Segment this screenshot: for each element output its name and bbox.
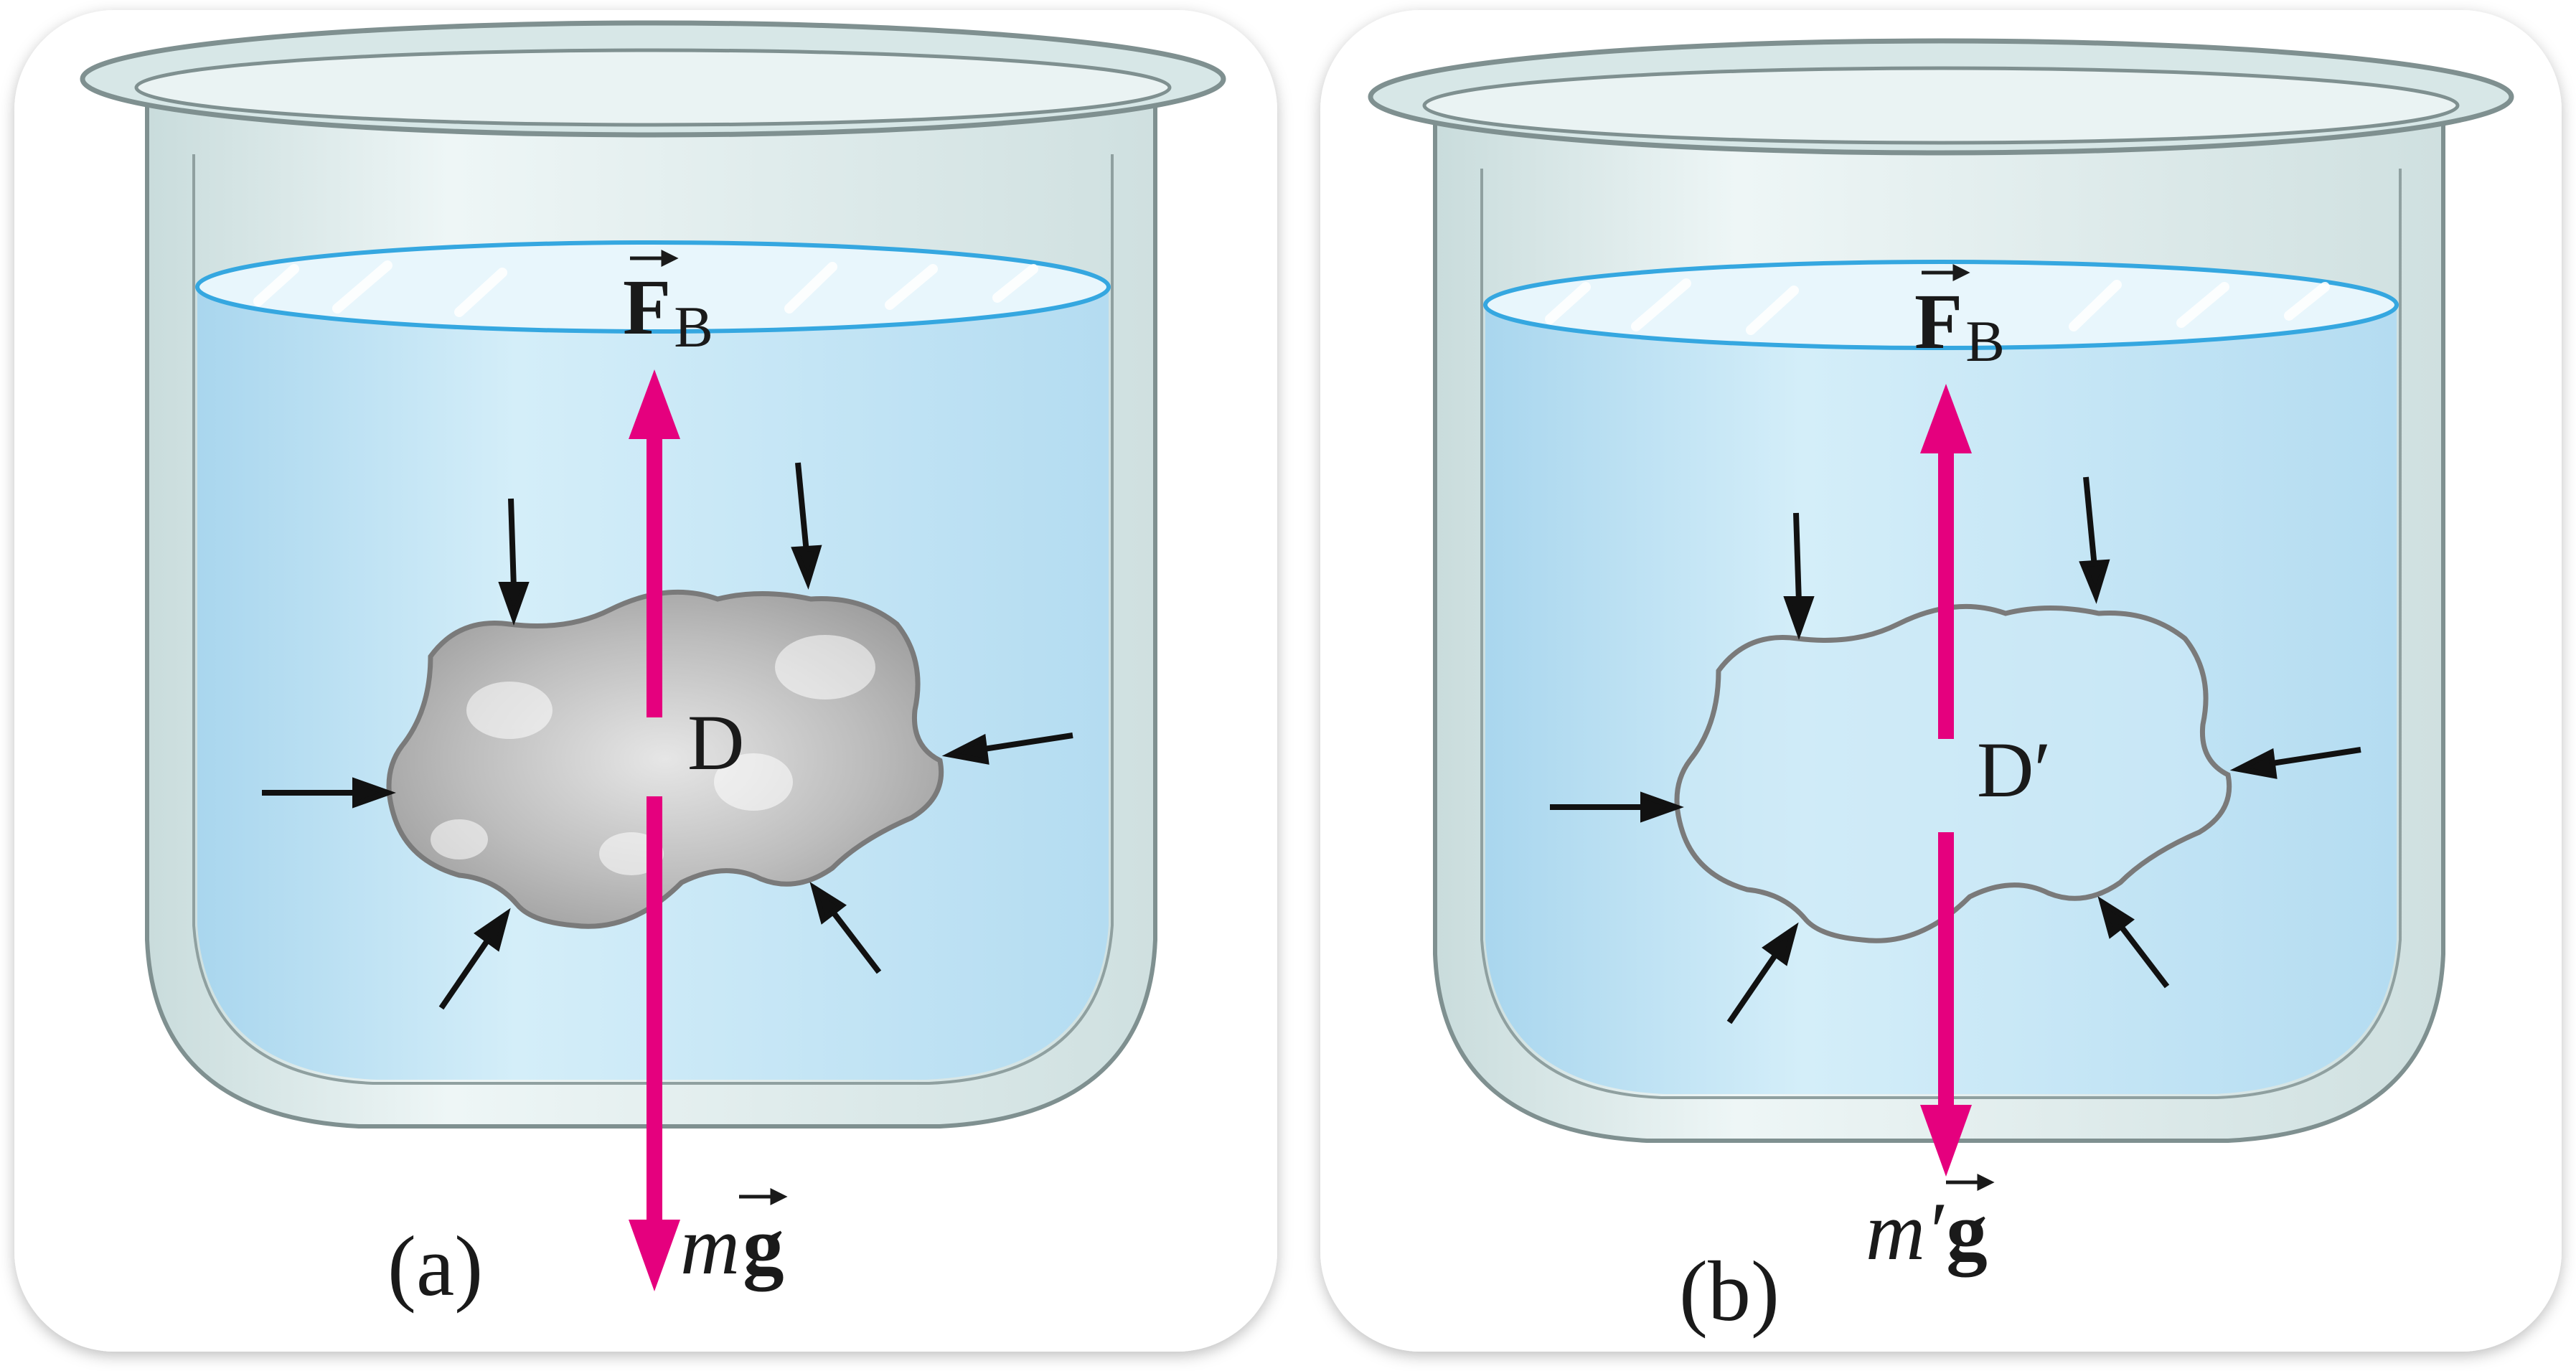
weight-label-a: mg bbox=[680, 1200, 784, 1291]
pressure-arrows-b bbox=[1550, 476, 2361, 1024]
buoyant-force-label-b: FB bbox=[1914, 278, 2005, 374]
force-arrows-b bbox=[1920, 384, 1972, 1177]
buoyant-force-label-a: FB bbox=[623, 263, 713, 359]
object-label-d-prime: D′ bbox=[1977, 726, 2051, 814]
vector-arrow-icon bbox=[739, 1187, 788, 1206]
water-surface-a bbox=[195, 240, 1111, 334]
panel-caption-b: (b) bbox=[1679, 1243, 1780, 1339]
object-label-d: D bbox=[687, 699, 744, 786]
panel-caption-a: (a) bbox=[387, 1218, 483, 1314]
pressure-arrows-a bbox=[262, 462, 1073, 1010]
vector-arrow-icon bbox=[630, 249, 679, 268]
force-arrows-a bbox=[629, 369, 680, 1291]
water-surface-b bbox=[1483, 260, 2399, 350]
vector-arrow-icon bbox=[1922, 263, 1970, 282]
object-d-prime bbox=[1674, 603, 2232, 943]
panel-b: FB D′ m′g (b) bbox=[1368, 38, 2514, 1339]
vector-arrow-icon bbox=[1946, 1173, 1995, 1192]
panel-a: FB D mg (a) bbox=[80, 20, 1226, 1314]
weight-label-b: m′g bbox=[1866, 1186, 1988, 1277]
